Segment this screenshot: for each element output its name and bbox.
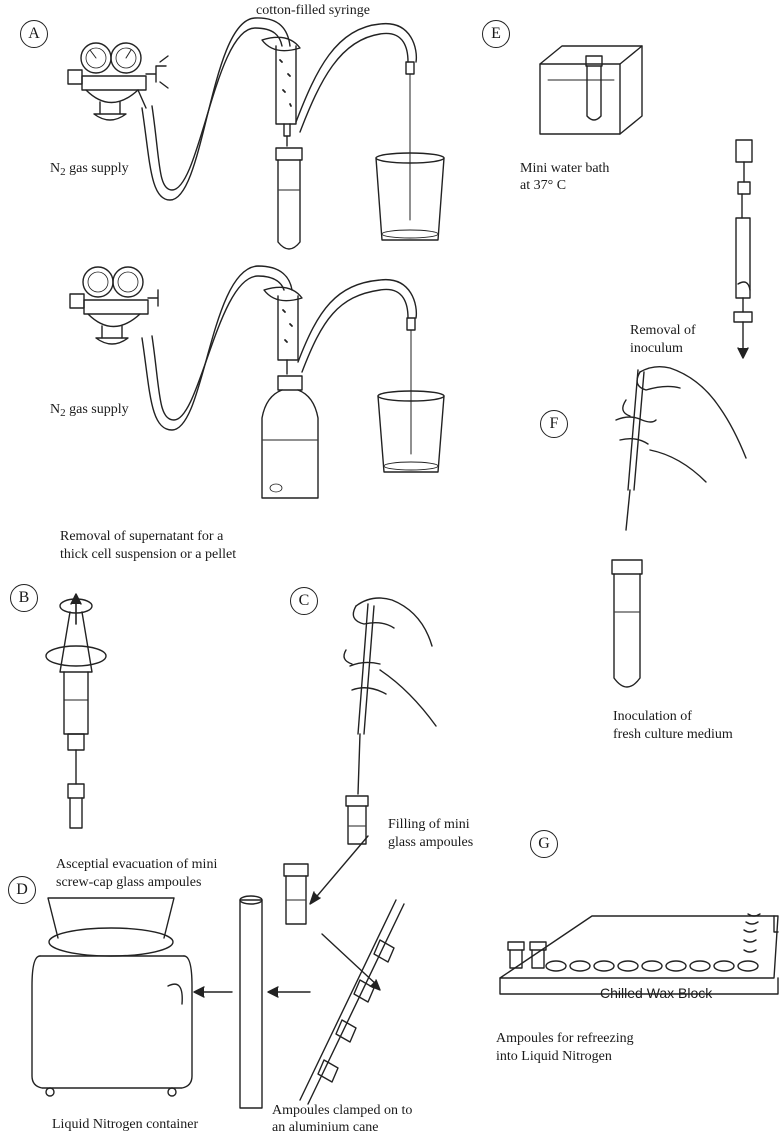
panel-letter-g: G: [530, 830, 558, 858]
panel-letter-c: C: [290, 587, 318, 615]
caption-a-line2: thick cell suspension or a pellet: [60, 546, 236, 564]
syringe-b: [46, 594, 106, 828]
caption-c-line2: glass ampoules: [388, 834, 473, 852]
gas-regulator-bottom: [70, 267, 158, 344]
water-bath-label-line2: at 37° C: [520, 177, 566, 195]
cotton-syringe-top: [262, 37, 300, 146]
panel-letter-b: B: [10, 584, 38, 612]
arrows-c: [310, 836, 380, 990]
caption-a-line1: Removal of supernatant for a: [60, 528, 223, 546]
removal-label-line1: Removal of: [630, 322, 696, 340]
tubing-top: [142, 18, 416, 200]
inoculum-syringe-e: [734, 140, 752, 358]
bottle-bottom: [262, 376, 318, 498]
cane-with-ampoules: [300, 900, 404, 1104]
panel-letter-d: D: [8, 876, 36, 904]
pipette-c: [358, 604, 374, 794]
cane-label-line1: Ampoules clamped on to: [272, 1102, 412, 1120]
cotton-syringe-label: cotton-filled syringe: [256, 2, 370, 20]
pipette-f: [626, 370, 644, 530]
beaker-top: [376, 62, 444, 240]
hand-filling: [344, 598, 436, 726]
liquid-nitrogen-container: [32, 898, 192, 1096]
caption-b-line1: Asceptial evacuation of mini: [56, 856, 217, 874]
chilled-wax-block: [500, 914, 778, 994]
panel-letter-f: F: [540, 410, 568, 438]
cotton-syringe-bottom: [264, 287, 302, 374]
ampoule-c2: [284, 864, 308, 924]
gas-supply-label-top: N2 gas supply: [50, 160, 129, 181]
arrows-d: [194, 987, 310, 997]
removal-label-line2: inoculum: [630, 340, 683, 358]
test-tube-top: [276, 148, 302, 249]
mini-water-bath: [540, 46, 642, 134]
gas-supply-label-bottom: N2 gas supply: [50, 401, 129, 422]
tubing-bottom: [142, 266, 416, 430]
aluminium-cane: [240, 896, 262, 1108]
caption-f-line2: fresh culture medium: [613, 726, 733, 744]
ampoule-c1: [346, 796, 368, 844]
wax-block-label: Chilled Wax Block: [600, 985, 712, 1001]
panel-letter-e: E: [482, 20, 510, 48]
caption-c-line1: Filling of mini: [388, 816, 470, 834]
caption-f-line1: Inoculation of: [613, 708, 692, 726]
panel-letter-a: A: [20, 20, 48, 48]
ampoules-on-block: [508, 942, 546, 968]
caption-g-line1: Ampoules for refreezing: [496, 1030, 634, 1048]
liquid-nitrogen-container-label: Liquid Nitrogen container: [52, 1116, 198, 1134]
caption-b-line2: screw-cap glass ampoules: [56, 874, 201, 892]
culture-tube-f: [612, 560, 642, 687]
caption-g-line2: into Liquid Nitrogen: [496, 1048, 612, 1066]
cane-label-line2: an aluminium cane: [272, 1119, 379, 1137]
water-bath-label-line1: Mini water bath: [520, 160, 609, 178]
beaker-bottom: [378, 318, 444, 472]
